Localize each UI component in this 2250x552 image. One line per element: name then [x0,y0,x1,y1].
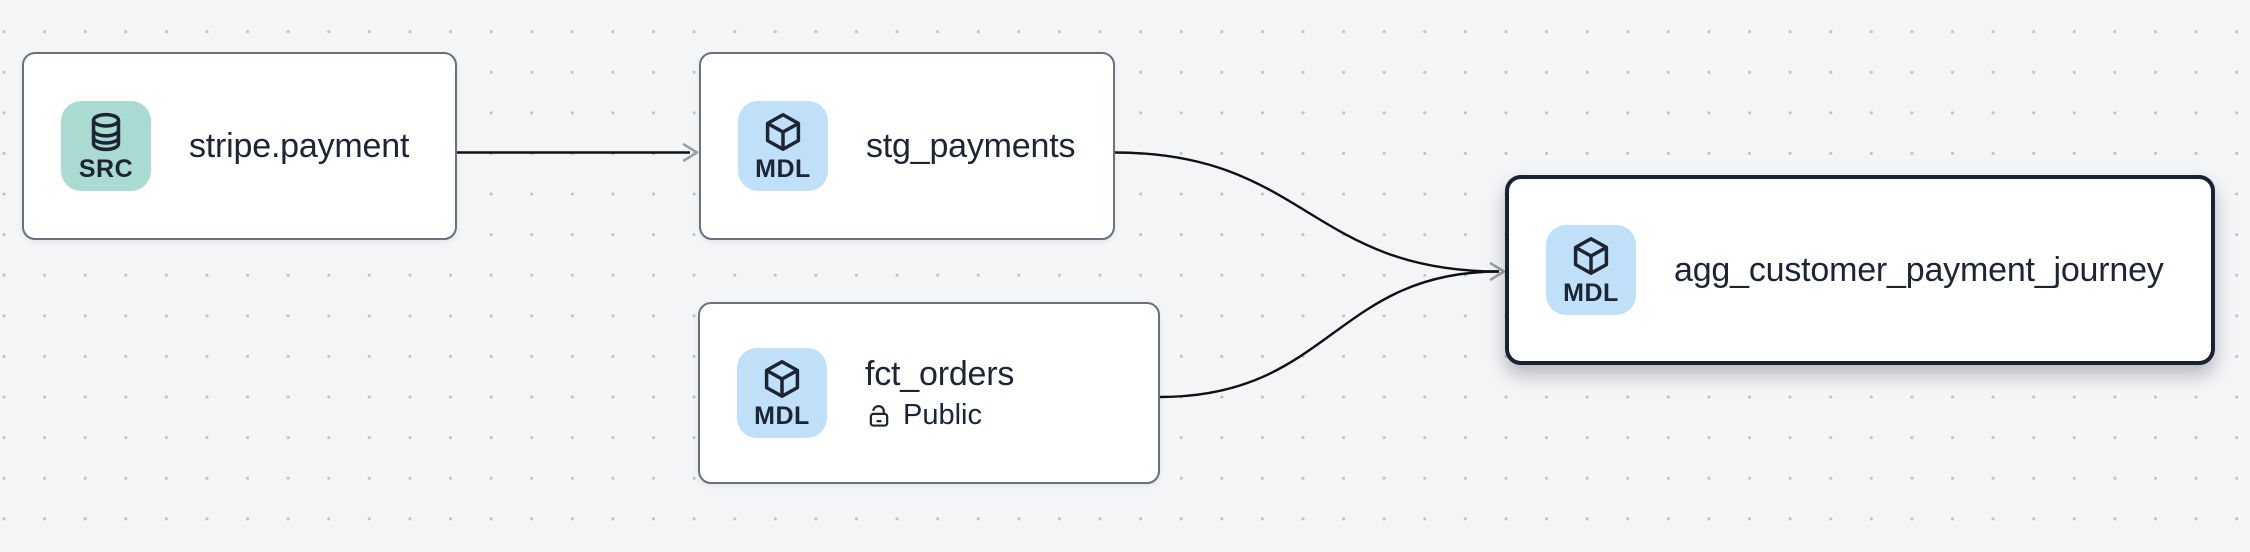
badge-label: SRC [78,155,134,183]
model-badge: MDL [738,101,828,191]
node-stripe-payment[interactable]: SRC stripe.payment [22,52,457,240]
node-fct-orders[interactable]: MDL fct_orders Public [698,302,1160,484]
cube-icon [765,113,801,151]
badge-label: MDL [754,402,810,430]
access-label: Public [903,399,982,432]
access-row: Public [865,400,1014,432]
node-title: agg_customer_payment_journey [1674,250,2164,289]
node-title: stg_payments [866,126,1076,165]
badge-label: MDL [1563,279,1619,307]
edge-stg-payments-to-agg[interactable] [1114,151,1500,273]
badge-label: MDL [755,155,811,183]
edge-fct-orders-to-agg[interactable] [1159,270,1500,399]
database-icon [91,112,121,152]
source-badge: SRC [61,101,151,191]
node-agg-customer-payment-journey[interactable]: MDL agg_customer_payment_journey [1505,175,2215,365]
node-title: stripe.payment [189,126,410,165]
model-badge: MDL [1546,225,1636,315]
lock-open-icon [869,405,889,428]
node-stg-payments[interactable]: MDL stg_payments [699,52,1115,240]
cube-icon [1573,237,1609,275]
model-badge: MDL [737,348,827,438]
cube-icon [764,360,800,398]
node-title: fct_orders [865,354,1015,393]
